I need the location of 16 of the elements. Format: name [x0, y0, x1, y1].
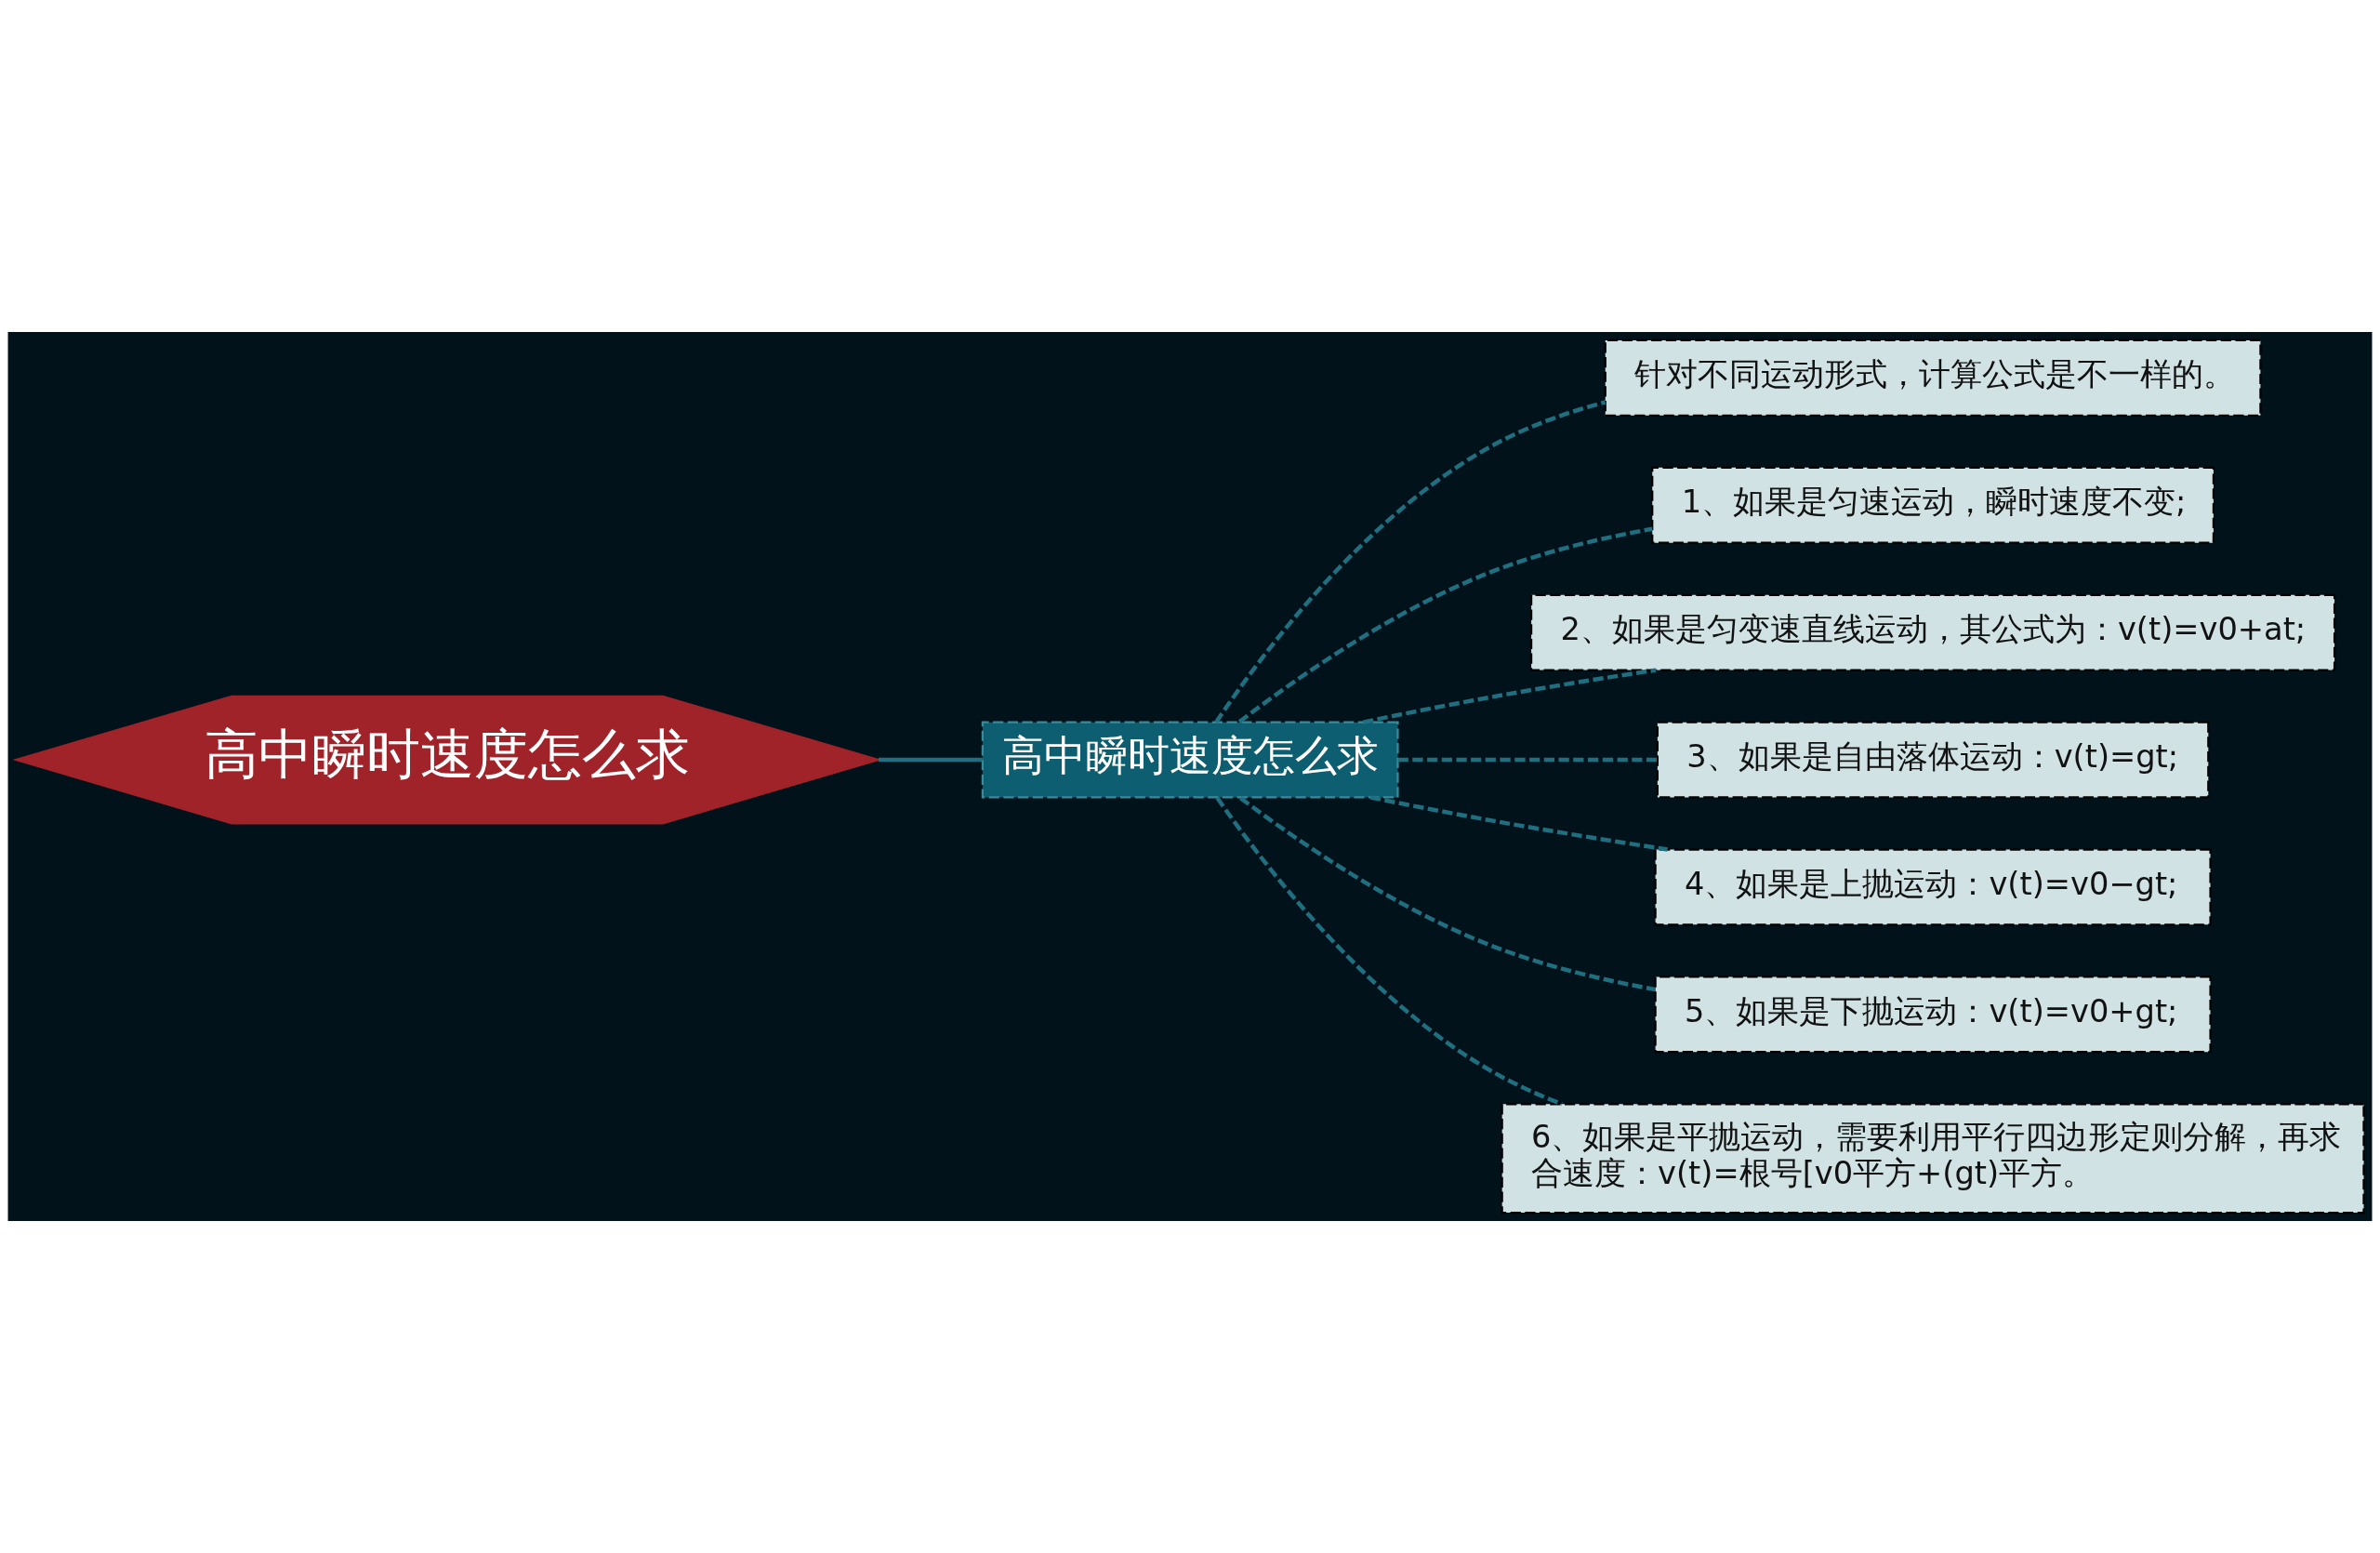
connector	[1215, 796, 1563, 1107]
connector	[1214, 400, 1606, 723]
node-box: 高中瞬时速度怎么求	[981, 721, 1399, 799]
node-box: 1、如果是匀速运动，瞬时速度不变;	[1651, 466, 2215, 544]
connector	[1369, 795, 1668, 852]
node-box: 5、如果是下抛运动：v(t)=v0+gt;	[1654, 976, 2212, 1054]
node-box: 4、如果是上抛运动：v(t)=v0−gt;	[1654, 848, 2212, 926]
connector	[878, 757, 983, 763]
connector	[1397, 757, 1658, 763]
node-box: 2、如果是匀变速直线运动，其公式为：v(t)=v0+at;	[1529, 593, 2336, 671]
connector	[1237, 526, 1653, 723]
node-box: 针对不同运动形式，计算公式是不一样的。	[1604, 338, 2262, 417]
node-box: 6、如果是平抛运动，需要利用平行四边形定则分解，再求合速度：v(t)=根号[v0平方+(gt)平方。	[1501, 1103, 2365, 1215]
node-box: 3、如果是自由落体运动：v(t)=gt;	[1656, 721, 2210, 799]
connector	[1239, 796, 1656, 992]
connector	[1362, 668, 1657, 724]
